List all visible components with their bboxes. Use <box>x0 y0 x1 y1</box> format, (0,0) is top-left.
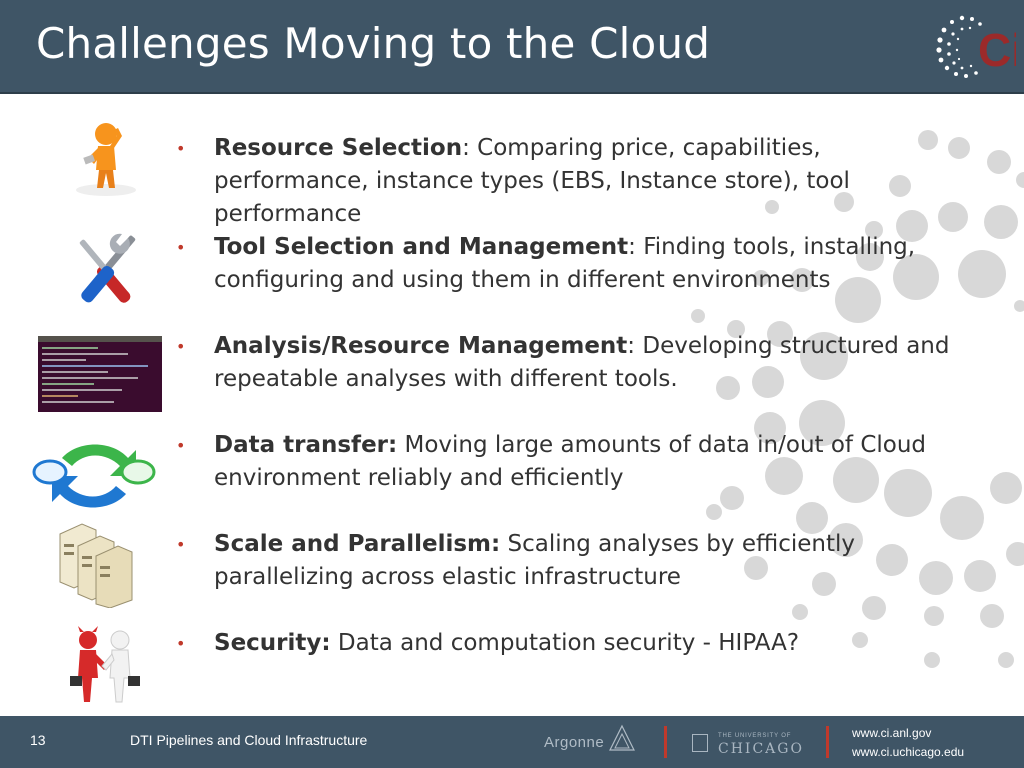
argonne-logo-icon <box>609 724 635 751</box>
list-item: • Tool Selection and Management: Finding… <box>176 231 966 297</box>
uchicago-logo-text: CHICAGO <box>718 741 804 757</box>
list-item: • Scale and Parallelism: Scaling analyse… <box>176 528 966 594</box>
servers-icon <box>59 523 133 608</box>
uchicago-small-text: THE UNIVERSITY OF <box>718 733 792 739</box>
list-item: • Analysis/Resource Management: Developi… <box>176 330 966 396</box>
slide-header: Challenges Moving to the Cloud Ci <box>0 0 1024 94</box>
item-heading: Security: <box>214 630 331 656</box>
bullet-dot: • <box>176 337 186 356</box>
terminal-screenshot-icon <box>38 336 162 412</box>
bullet-dot: • <box>176 436 186 455</box>
list-item: • Security: Data and computation securit… <box>176 627 966 660</box>
item-description: Data and computation security - HIPAA? <box>330 630 800 656</box>
ci-logo-icon: Ci <box>936 15 1016 78</box>
item-heading: Resource Selection <box>214 135 463 161</box>
item-heading: Data transfer: <box>214 432 398 458</box>
bullet-dot: • <box>176 139 186 158</box>
footer-urls: www.ci.anl.gov www.ci.uchicago.edu <box>852 724 964 762</box>
list-item: • Resource Selection: Comparing price, c… <box>176 132 966 231</box>
slide-footer: 13 DTI Pipelines and Cloud Infrastructur… <box>0 716 1024 768</box>
decorative-bubbles <box>691 130 1024 668</box>
uchicago-url-link[interactable]: www.ci.uchicago.edu <box>852 745 965 759</box>
item-description: : Comparing price, capabilities, perform… <box>214 135 850 227</box>
item-description: Moving large amounts of data in/out of C… <box>214 432 927 491</box>
bullet-dot: • <box>176 634 186 653</box>
uchicago-shield-icon <box>692 734 708 752</box>
page-number: 13 <box>30 732 46 748</box>
item-description: : Developing structured and repeatable a… <box>214 333 950 392</box>
item-heading: Tool Selection and Management <box>214 234 629 260</box>
footer-divider <box>664 726 667 758</box>
item-heading: Analysis/Resource Management <box>214 333 628 359</box>
footer-title: DTI Pipelines and Cloud Infrastructure <box>130 732 368 748</box>
item-description: Scaling analyses by efficiently parallel… <box>214 531 855 590</box>
transfer-arrows-icon <box>32 444 156 508</box>
confused-person-icon <box>76 123 136 196</box>
bullet-dot: • <box>176 535 186 554</box>
item-heading: Scale and Parallelism: <box>214 531 501 557</box>
anl-url-link[interactable]: www.ci.anl.gov <box>852 726 932 740</box>
svg-text:Ci: Ci <box>978 24 1016 76</box>
list-item: • Data transfer: Moving large amounts of… <box>176 429 966 495</box>
slide-title: Challenges Moving to the Cloud <box>36 19 711 68</box>
devil-handshake-icon <box>70 626 140 703</box>
bullet-dot: • <box>176 238 186 257</box>
footer-divider <box>826 726 829 758</box>
argonne-logo-text: Argonne <box>544 734 605 751</box>
screwdriver-wrench-icon <box>79 233 136 303</box>
item-description: : Finding tools, installing, configuring… <box>214 234 916 293</box>
